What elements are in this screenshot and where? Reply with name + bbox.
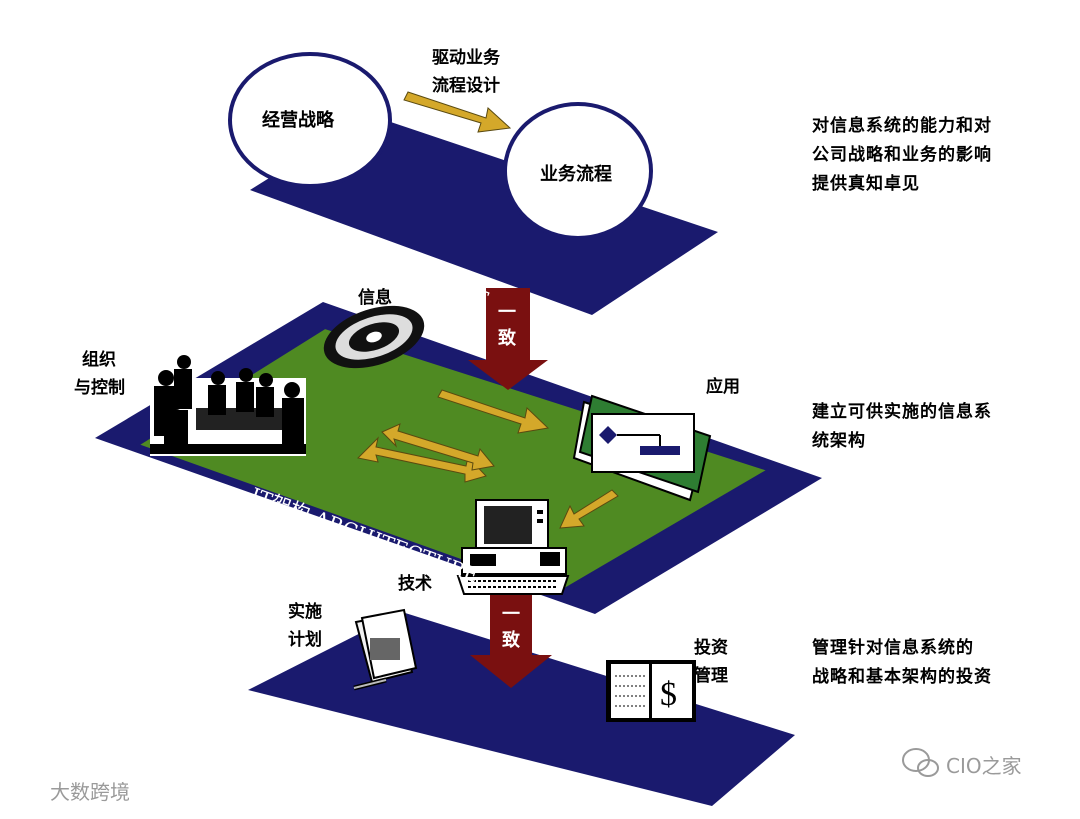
implementation-plan-label: 实施 计划: [288, 598, 322, 654]
alignment-text-top: 一致: [496, 300, 518, 352]
information-label: 信息: [358, 284, 392, 312]
alignment-text-bottom: 一致: [500, 602, 522, 654]
investment-management-label: 投资 管理: [694, 634, 728, 690]
technology-label: 技术: [398, 570, 432, 598]
watermark-right: CIO之家: [946, 750, 1022, 779]
strategy-circle-label: 经营战略: [262, 106, 334, 132]
insight-description: 对信息系统的能力和对 公司战略和业务的影响 提供真知卓见: [812, 112, 992, 199]
investment-description: 管理针对信息系统的 战略和基本架构的投资: [812, 634, 992, 692]
watermark-left: 大数跨境: [50, 776, 130, 805]
architecture-description: 建立可供实施的信息系 统架构: [812, 398, 992, 456]
svg-text:$: $: [660, 676, 677, 713]
drive-label: 驱动业务 流程设计: [432, 44, 500, 100]
wechat-icon: [903, 749, 938, 776]
org-control-label: 组织 与控制: [74, 346, 125, 402]
process-circle-label: 业务流程: [540, 160, 612, 186]
ledger-book-icon: $: [606, 660, 696, 722]
application-label: 应用: [706, 373, 740, 401]
